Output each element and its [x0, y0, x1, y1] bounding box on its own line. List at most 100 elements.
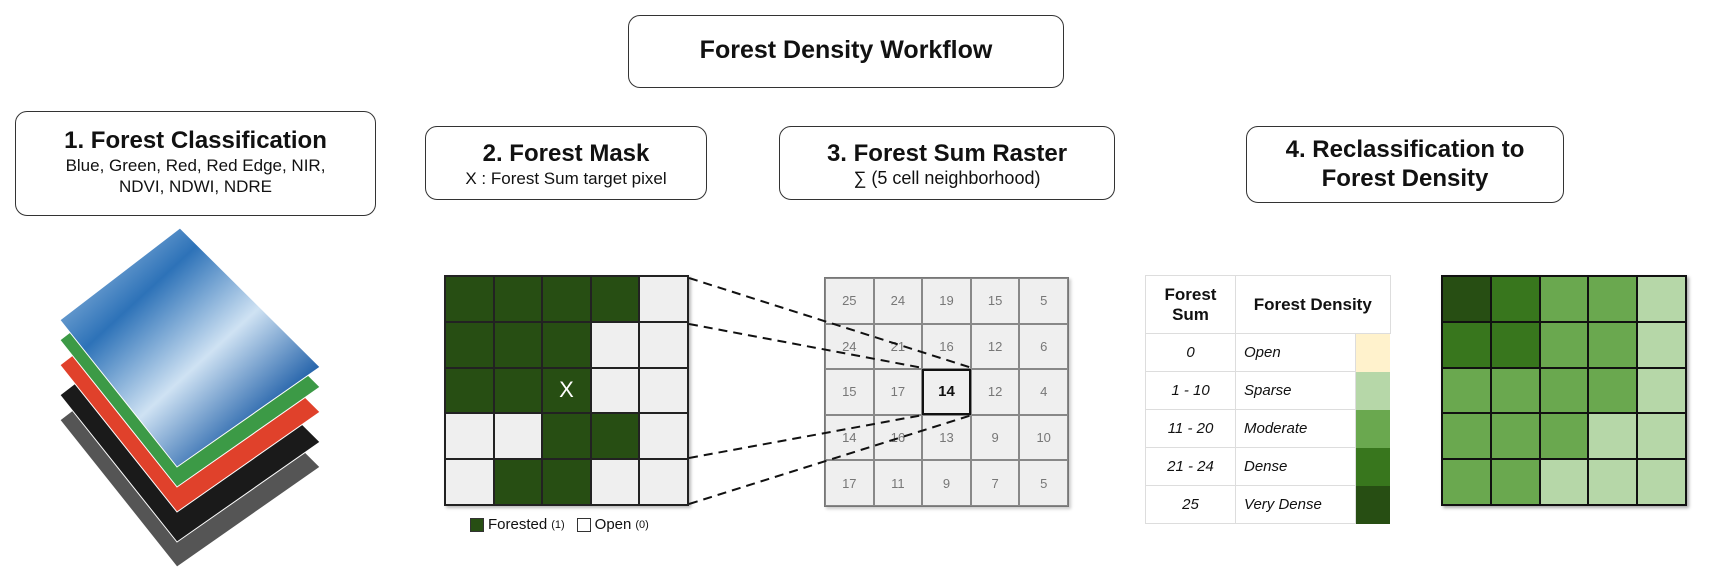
- step-1-box: 1. Forest Classification Blue, Green, Re…: [15, 111, 376, 216]
- density-cell: [1637, 321, 1686, 368]
- density-cell: [1588, 367, 1638, 414]
- mask-legend: Forested (1) Open (0): [470, 516, 649, 533]
- sum-cell: 5: [1019, 278, 1068, 324]
- density-cell: [1490, 276, 1540, 322]
- workflow-title: Forest Density Workflow: [628, 15, 1064, 88]
- density-cell: [1490, 321, 1540, 368]
- sum-cell: 12: [970, 323, 1020, 370]
- open-label: Open: [594, 516, 632, 533]
- sum-cell: 24: [825, 323, 874, 370]
- open-swatch: [576, 517, 591, 532]
- density-swatch: [1355, 485, 1390, 524]
- density-class: Sparse: [1235, 371, 1356, 410]
- step-3-box: 3. Forest Sum Raster ∑ (5 cell neighborh…: [779, 126, 1115, 200]
- density-swatch: [1355, 371, 1390, 410]
- forest-mask-grid: X: [444, 275, 689, 506]
- sum-cell: 25: [825, 278, 874, 324]
- forested-cell: [542, 459, 591, 505]
- density-cell: [1588, 413, 1638, 460]
- open-cell: [445, 459, 494, 505]
- forested-cell: [590, 276, 640, 322]
- open-cell: [493, 413, 543, 460]
- sum-range: 1 - 10: [1145, 371, 1236, 410]
- sum-range: 0: [1145, 333, 1236, 372]
- step-4-title: 4. Reclassification to: [1285, 136, 1525, 163]
- forested-swatch: [470, 517, 484, 532]
- sum-cell: 9: [922, 460, 971, 506]
- open-cell: [639, 321, 688, 368]
- open-cell: [639, 459, 688, 505]
- open-cell: [590, 367, 640, 414]
- forested-cell: [493, 276, 543, 322]
- open-cell: [639, 367, 688, 414]
- sum-cell: 13: [922, 414, 971, 461]
- forested-cell: [542, 276, 591, 322]
- sum-cell: 6: [1019, 323, 1068, 370]
- open-value: (0): [635, 518, 649, 531]
- density-cell: [1442, 321, 1491, 368]
- density-cell: [1588, 321, 1638, 368]
- forested-cell: [445, 276, 494, 322]
- header-forest-density: Forest Density: [1235, 275, 1391, 334]
- step-2-box: 2. Forest Mask X : Forest Sum target pix…: [425, 126, 707, 200]
- step-2-title: 2. Forest Mask: [482, 140, 650, 167]
- sum-cell: 15: [970, 278, 1020, 324]
- sum-cell: 16: [922, 323, 971, 370]
- forested-cell: [445, 367, 494, 414]
- forested-cell: [493, 367, 543, 414]
- forest-density-grid: [1441, 275, 1687, 506]
- density-class: Open: [1235, 333, 1356, 372]
- sum-cell: 17: [873, 369, 923, 415]
- forested-cell: [590, 413, 640, 460]
- density-cell: [1637, 459, 1686, 505]
- density-swatch: [1355, 447, 1390, 486]
- sum-cell: 19: [922, 278, 971, 324]
- sum-cell: 24: [873, 278, 923, 324]
- sum-cell: 9: [970, 414, 1020, 461]
- density-cell: [1637, 367, 1686, 414]
- density-cell: [1588, 276, 1638, 322]
- density-swatch: [1355, 333, 1390, 372]
- forested-cell: [542, 413, 591, 460]
- sum-cell: 7: [970, 460, 1020, 506]
- step-4-box: 4. Reclassification to Forest Density: [1246, 126, 1564, 203]
- step-1-subtitle-2: NDVI, NDWI, NDRE: [119, 177, 272, 196]
- target-cell: X: [542, 367, 591, 414]
- header-forest-sum: Forest Sum: [1145, 275, 1236, 334]
- open-cell: [590, 321, 640, 368]
- open-cell: [445, 413, 494, 460]
- density-cell: [1539, 413, 1589, 460]
- target-sum-cell: 14: [922, 369, 971, 415]
- step-1-title: 1. Forest Classification: [64, 127, 327, 154]
- density-class: Moderate: [1235, 409, 1356, 448]
- density-cell: [1539, 367, 1589, 414]
- density-cell: [1539, 321, 1589, 368]
- open-cell: [639, 276, 688, 322]
- density-cell: [1442, 276, 1491, 322]
- sum-cell: 12: [970, 369, 1020, 415]
- forested-cell: [542, 321, 591, 368]
- step-1-subtitle: Blue, Green, Red, Red Edge, NIR,: [65, 156, 326, 175]
- forested-cell: [493, 321, 543, 368]
- density-swatch: [1355, 409, 1390, 448]
- sum-cell: 4: [1019, 369, 1068, 415]
- sum-cell: 14: [825, 414, 874, 461]
- sum-cell: 17: [825, 460, 874, 506]
- forested-cell: [493, 459, 543, 505]
- step-3-subtitle: ∑ (5 cell neighborhood): [853, 168, 1041, 188]
- density-cell: [1539, 459, 1589, 505]
- band-layer: [59, 227, 321, 468]
- sum-range: 21 - 24: [1145, 447, 1236, 486]
- density-cell: [1442, 459, 1491, 505]
- forested-value: (1): [551, 518, 565, 531]
- open-cell: [639, 413, 688, 460]
- sum-cell: 5: [1019, 460, 1068, 506]
- density-cell: [1588, 459, 1638, 505]
- step-4-subtitle: Forest Density: [1321, 165, 1489, 192]
